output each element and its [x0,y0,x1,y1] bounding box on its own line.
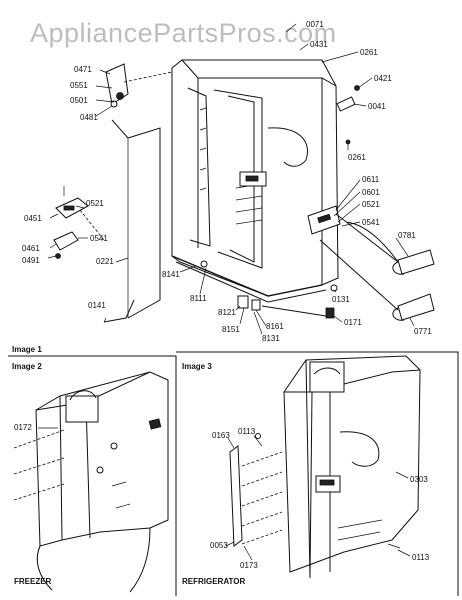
callout-label: 0601 [362,188,380,197]
left-bracket-assembly [53,63,173,323]
callout-label: 0041 [368,102,386,111]
callout-label: 8151 [222,325,240,334]
callout-label: 8131 [262,334,280,343]
caption-image-1: Image 1 [12,345,42,354]
callout-label: 0113 [412,553,430,562]
hinge-bracket-low [53,231,79,251]
callout-label: 0541 [90,234,108,243]
callout-label: 0481 [80,113,98,122]
main-cabinet-view [171,59,360,303]
callout-label: 0071 [306,20,324,29]
callout-label: 8161 [266,322,284,331]
clip-part [325,307,335,319]
callout-label: 0461 [22,244,40,253]
evaporator-cover [65,395,99,423]
caption-refrigerator: REFRIGERATOR [182,577,245,586]
callout-label: 0551 [70,81,88,90]
shelf-rail [229,445,243,547]
callout-label: 0113 [238,427,256,436]
callout-label: 0771 [414,327,432,336]
callout-label: 0421 [374,74,392,83]
tube-part [336,96,356,112]
refrigerator-inset-drawing [229,355,421,579]
main-callouts: 0071 0431 0261 0421 0041 0261 0471 0551 … [22,20,432,343]
callout-label: 0501 [70,96,88,105]
callout-label: 0431 [310,40,328,49]
callout-label: 0172 [14,423,32,432]
callout-label: 0221 [96,257,114,266]
inset-frames [8,351,459,596]
callout-label: 0451 [24,214,42,223]
freezer-inset-drawing [13,371,169,593]
callout-label: 0053 [210,541,228,550]
right-parts-group [200,205,435,321]
clip-part [251,299,261,311]
callout-label: 0261 [348,153,366,162]
clip-part [237,295,249,309]
callout-label: 8111 [190,294,207,303]
callout-label: 0141 [88,301,106,310]
callout-label: 0131 [332,295,350,304]
caption-image-3: Image 3 [182,362,212,371]
control-housing [309,361,345,393]
callout-label: 0303 [410,475,428,484]
callout-label: 0471 [74,65,92,74]
watermark-text: AppliancePartsPros.com [30,18,337,48]
caption-freezer: FREEZER [14,577,52,586]
crisper-cover-upper [397,249,435,275]
callout-label: 0541 [362,218,380,227]
callout-label: 0491 [22,256,40,265]
caption-image-2: Image 2 [12,362,42,371]
refrigerator-callouts [225,435,411,561]
callout-label: 0521 [86,199,104,208]
callout-label: 0781 [398,231,416,240]
callout-label: 0173 [240,561,258,570]
callout-label: 8121 [218,308,236,317]
callout-label: 0521 [362,200,380,209]
callout-label: 0261 [360,48,378,57]
callout-label: 8141 [162,270,180,279]
callout-label: 0611 [362,175,380,184]
callout-label: 0163 [212,431,230,440]
callout-label: 0171 [344,318,362,327]
callout-leaders [47,23,415,335]
crisper-cover-lower [397,293,435,321]
